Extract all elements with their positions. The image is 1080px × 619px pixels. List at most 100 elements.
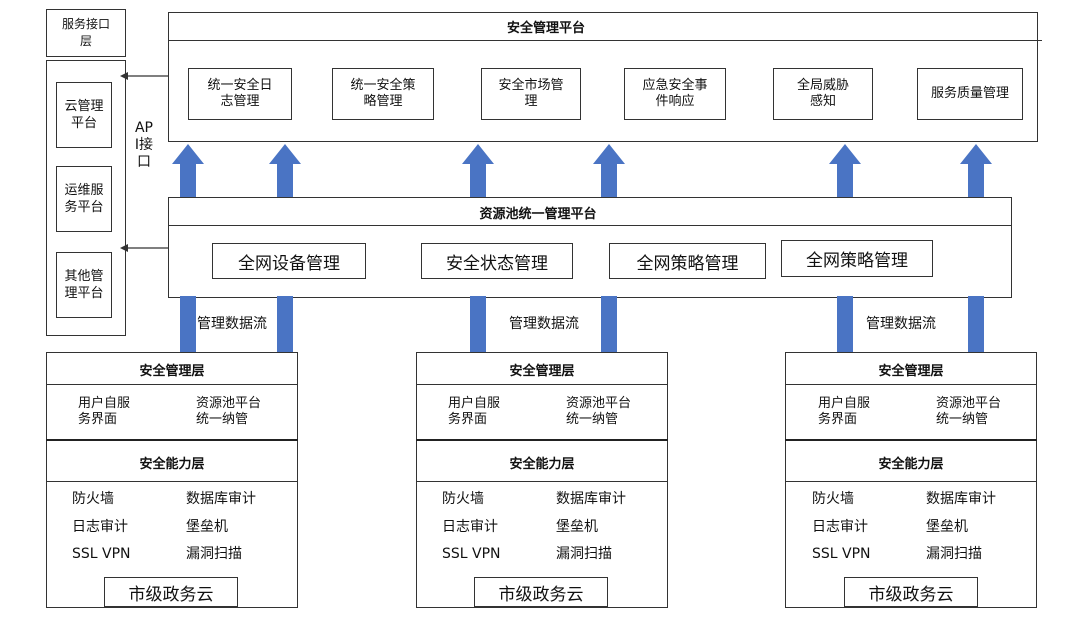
- module-network-device-label: 全网设备管理: [238, 253, 340, 274]
- cloud-2-log-audit: 日志审计: [442, 519, 498, 535]
- cloud-3-mgmt-title: 安全管理层: [878, 364, 944, 379]
- module-network-policy-2-label: 全网策略管理: [806, 251, 908, 271]
- cloud-3-pool-unified: 资源池平台统一纳管: [936, 396, 1002, 427]
- data-flow-label-2: 管理数据流: [509, 316, 579, 332]
- module-network-policy-2: 全网策略管理: [781, 240, 933, 277]
- cloud-3-ssl-vpn: SSL VPN: [812, 546, 871, 562]
- module-threat-awareness-label: 全局威胁感知: [796, 78, 849, 109]
- cloud-2-vuln-scan: 漏洞扫描: [556, 546, 612, 562]
- cloud-mgmt-platform-box: 云管理平台: [56, 82, 112, 148]
- flow-bar-4: [601, 296, 617, 354]
- cloud-1-layer-divider: [46, 439, 298, 441]
- flow-bar-5: [837, 296, 853, 354]
- cloud-1-footer-label: 市级政务云: [128, 584, 214, 605]
- up-arrow-4: [593, 144, 625, 198]
- module-emergency-response-label: 应急安全事件响应: [642, 78, 708, 109]
- cloud-1-vuln-scan: 漏洞扫描: [186, 546, 242, 562]
- top-title-divider: [168, 40, 1042, 41]
- cloud-1-cap-title: 安全能力层: [139, 457, 205, 472]
- module-security-state: 安全状态管理: [421, 243, 573, 279]
- cloud-3-db-audit: 数据库审计: [926, 491, 996, 507]
- cloud-1-pool-unified: 资源池平台统一纳管: [196, 396, 262, 427]
- security-mgmt-platform-title: 安全管理平台: [506, 21, 585, 36]
- module-unified-policy: 统一安全策略管理: [332, 68, 434, 120]
- up-arrow-1: [172, 144, 204, 198]
- cloud-3-bastion: 堡垒机: [926, 519, 968, 535]
- cloud-2-footer-label: 市级政务云: [498, 584, 584, 605]
- other-mgmt-platform-label: 其他管理平台: [64, 269, 104, 301]
- resource-title-divider: [168, 225, 1012, 226]
- up-arrow-5: [829, 144, 861, 198]
- cloud-1-db-audit: 数据库审计: [186, 491, 256, 507]
- cloud-2-bastion: 堡垒机: [556, 519, 598, 535]
- ops-service-platform-box: 运维服务平台: [56, 166, 112, 232]
- cloud-3-log-audit: 日志审计: [812, 519, 868, 535]
- api-arrows: [120, 72, 170, 252]
- cloud-2-pool-unified: 资源池平台统一纳管: [566, 396, 632, 427]
- cloud-1-mgmt-title: 安全管理层: [139, 364, 205, 379]
- city-cloud-1: [46, 352, 298, 608]
- cloud-3-footer: 市级政务云: [844, 577, 978, 607]
- module-security-market: 安全市场管理: [481, 68, 581, 120]
- cloud-2-ssl-vpn: SSL VPN: [442, 546, 501, 562]
- up-arrow-6: [960, 144, 992, 198]
- cloud-3-cap-divider: [785, 481, 1037, 482]
- module-network-device: 全网设备管理: [212, 243, 366, 279]
- cloud-1-bastion: 堡垒机: [186, 519, 228, 535]
- api-interface-text: API接口: [134, 120, 154, 170]
- cloud-2-mgmt-title: 安全管理层: [509, 364, 575, 379]
- cloud-3-footer-label: 市级政务云: [868, 584, 954, 605]
- service-interface-header-label: 服务接口层: [61, 17, 110, 48]
- flow-bar-1: [180, 296, 196, 354]
- flow-bar-2: [277, 296, 293, 354]
- module-network-policy-1: 全网策略管理: [609, 243, 766, 279]
- security-mgmt-platform: [168, 12, 1038, 142]
- cloud-2-cap-title: 安全能力层: [509, 457, 575, 472]
- module-security-market-label: 安全市场管理: [498, 78, 564, 109]
- module-service-quality-label: 服务质量管理: [930, 86, 1009, 101]
- cloud-1-firewall: 防火墙: [72, 491, 114, 507]
- flow-bar-6: [968, 296, 984, 354]
- cloud-3-mgmt-divider: [785, 384, 1037, 385]
- cloud-mgmt-platform-label: 云管理平台: [64, 99, 104, 131]
- cloud-2-mgmt-divider: [416, 384, 668, 385]
- city-cloud-3: [785, 352, 1037, 608]
- service-interface-header: 服务接口层: [46, 9, 126, 57]
- module-unified-policy-label: 统一安全策略管理: [350, 78, 416, 109]
- resource-pool-platform-title: 资源池统一管理平台: [479, 207, 597, 222]
- module-threat-awareness: 全局威胁感知: [773, 68, 873, 120]
- cloud-3-self-service: 用户自服务界面: [818, 396, 871, 427]
- upward-arrows-top: [172, 144, 992, 198]
- cloud-1-log-audit: 日志审计: [72, 519, 128, 535]
- up-arrow-3: [462, 144, 494, 198]
- cloud-3-firewall: 防火墙: [812, 491, 854, 507]
- cloud-1-self-service: 用户自服务界面: [78, 396, 131, 427]
- module-unified-log: 统一安全日志管理: [188, 68, 292, 120]
- up-arrow-2: [269, 144, 301, 198]
- cloud-2-db-audit: 数据库审计: [556, 491, 626, 507]
- module-security-state-label: 安全状态管理: [446, 253, 548, 274]
- cloud-2-layer-divider: [416, 439, 668, 441]
- data-flow-label-3: 管理数据流: [866, 316, 936, 332]
- data-flow-label-1: 管理数据流: [197, 316, 267, 332]
- cloud-2-cap-divider: [416, 481, 668, 482]
- cloud-2-footer: 市级政务云: [474, 577, 608, 607]
- flow-bar-3: [470, 296, 486, 354]
- cloud-3-layer-divider: [785, 439, 1037, 441]
- cloud-1-ssl-vpn: SSL VPN: [72, 546, 131, 562]
- cloud-1-footer: 市级政务云: [104, 577, 238, 607]
- city-cloud-2: [416, 352, 668, 608]
- cloud-1-cap-divider: [46, 481, 298, 482]
- module-network-policy-1-label: 全网策略管理: [636, 253, 739, 274]
- cloud-3-cap-title: 安全能力层: [878, 457, 944, 472]
- module-service-quality: 服务质量管理: [917, 68, 1023, 120]
- cloud-2-firewall: 防火墙: [442, 491, 484, 507]
- cloud-2-self-service: 用户自服务界面: [448, 396, 501, 427]
- data-flow-bars: [180, 296, 984, 354]
- ops-service-platform-label: 运维服务平台: [64, 183, 104, 215]
- cloud-3-vuln-scan: 漏洞扫描: [926, 546, 982, 562]
- module-emergency-response: 应急安全事件响应: [624, 68, 726, 120]
- api-interface-label: API接口: [134, 120, 154, 171]
- module-unified-log-label: 统一安全日志管理: [207, 78, 273, 109]
- cloud-1-mgmt-divider: [46, 384, 298, 385]
